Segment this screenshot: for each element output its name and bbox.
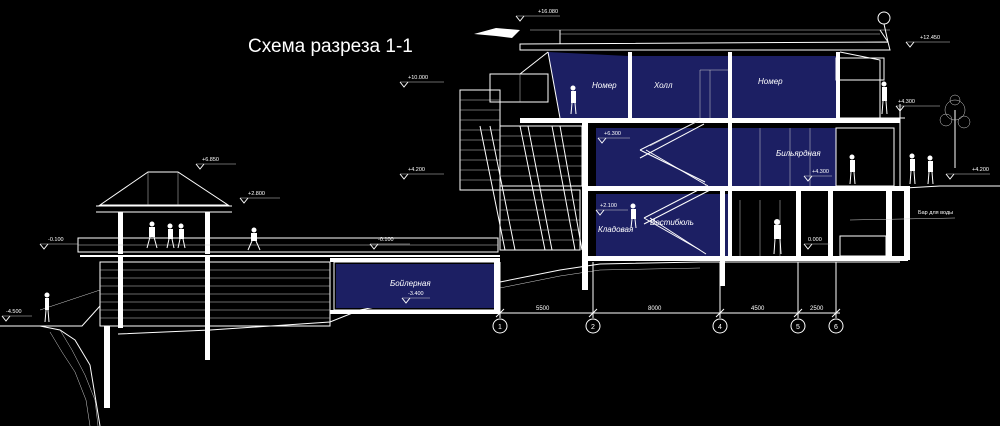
room-label-boilernaya: Бойлерная [390,279,431,288]
svg-text:-0.100: -0.100 [378,237,394,243]
level-mark: -0.100 [39,237,78,250]
tree [939,94,971,168]
level-mark: +12.450 [905,35,950,48]
level-mark: +16.080 [515,9,560,22]
room-label-nomer-right: Номер [758,77,783,86]
room-labels: Номер Холл Номер Бильярдная Кладовая Вес… [390,77,821,288]
roof-objects [474,11,891,43]
dimension-value: 8000 [648,306,662,312]
level-mark: +10.000 [399,75,444,88]
person-figure [247,227,261,251]
axis-marker: 2 [585,318,601,334]
svg-text:6: 6 [834,324,838,331]
deck-left [30,237,500,408]
level-mark: +4.200 [399,167,444,180]
room-label-nomer-left: Номер [592,81,617,90]
dimension-value: 2500 [810,306,824,312]
grid-axes: 1 2 4 5 6 [492,318,844,334]
svg-text:+4.300: +4.300 [898,99,915,105]
level-mark: +2.100 [595,203,628,216]
boiler-room [330,258,500,314]
level-mark: +6.300 [597,131,630,144]
building-fills [548,52,838,256]
dimension-value: 4500 [751,306,765,312]
axis-marker: 6 [828,318,844,334]
room-label-holl: Холл [653,81,673,90]
level-mark: +6.850 [195,157,236,170]
svg-text:2: 2 [591,324,595,331]
level-mark: -4.500 [1,309,32,322]
level-mark: +4.300 [895,99,940,112]
facade-louvers [459,51,583,251]
person-figure [881,81,888,115]
level-mark: +2.800 [239,191,280,204]
annotation-text: Бар для воды [918,210,953,216]
person-figure [849,154,856,185]
room-label-vestibyul: Вестибюль [650,218,694,227]
svg-text:1: 1 [498,324,502,331]
svg-text:+2.800: +2.800 [248,191,265,197]
svg-text:-3.400: -3.400 [408,291,424,297]
svg-text:+16.080: +16.080 [538,9,558,15]
person-figure [630,203,637,229]
level-mark: 0.000 [803,237,830,250]
svg-text:+4.300: +4.300 [812,169,829,175]
level-mark: +4.200 [945,167,990,180]
people-figures [44,81,934,323]
svg-text:4: 4 [718,324,722,331]
person-figure [773,219,782,255]
gazebo [96,171,232,254]
svg-text:-4.500: -4.500 [6,309,22,315]
svg-text:+10.000: +10.000 [408,75,428,81]
axis-marker: 4 [712,318,728,334]
svg-text:-0.100: -0.100 [48,237,64,243]
level-mark: -3.400 [401,291,430,304]
person-figure [177,223,186,249]
svg-text:+6.300: +6.300 [604,131,621,137]
person-figure [927,155,934,185]
dimension-value: 5500 [536,306,550,312]
stairs [639,119,718,255]
svg-text:+12.450: +12.450 [920,35,940,41]
person-figure [44,292,50,323]
water-bar-annotation: Бар для воды [849,210,956,221]
person-figure [909,153,916,185]
person-figure [166,223,175,249]
svg-text:+6.850: +6.850 [202,157,219,163]
svg-text:0.000: 0.000 [808,237,822,243]
axis-marker: 5 [790,318,806,334]
level-mark: +4.300 [803,169,832,182]
room-label-kladovaya: Кладовая [598,225,634,234]
level-marks: +16.080 +12.450 +10.000 +4.300 +6.300 +4… [1,9,990,322]
svg-text:+4.200: +4.200 [972,167,989,173]
person-figure [146,221,158,249]
level-mark: -0.100 [369,237,410,250]
dimension-chain: 5500 8000 4500 2500 [495,262,841,318]
person-figure [570,85,577,115]
svg-text:+4.200: +4.200 [408,167,425,173]
svg-text:5: 5 [796,324,800,331]
axis-marker: 1 [492,318,508,334]
svg-text:+2.100: +2.100 [600,203,617,209]
drawing-title: Схема разреза 1-1 [248,36,413,57]
room-label-billiard: Бильярдная [776,149,821,158]
